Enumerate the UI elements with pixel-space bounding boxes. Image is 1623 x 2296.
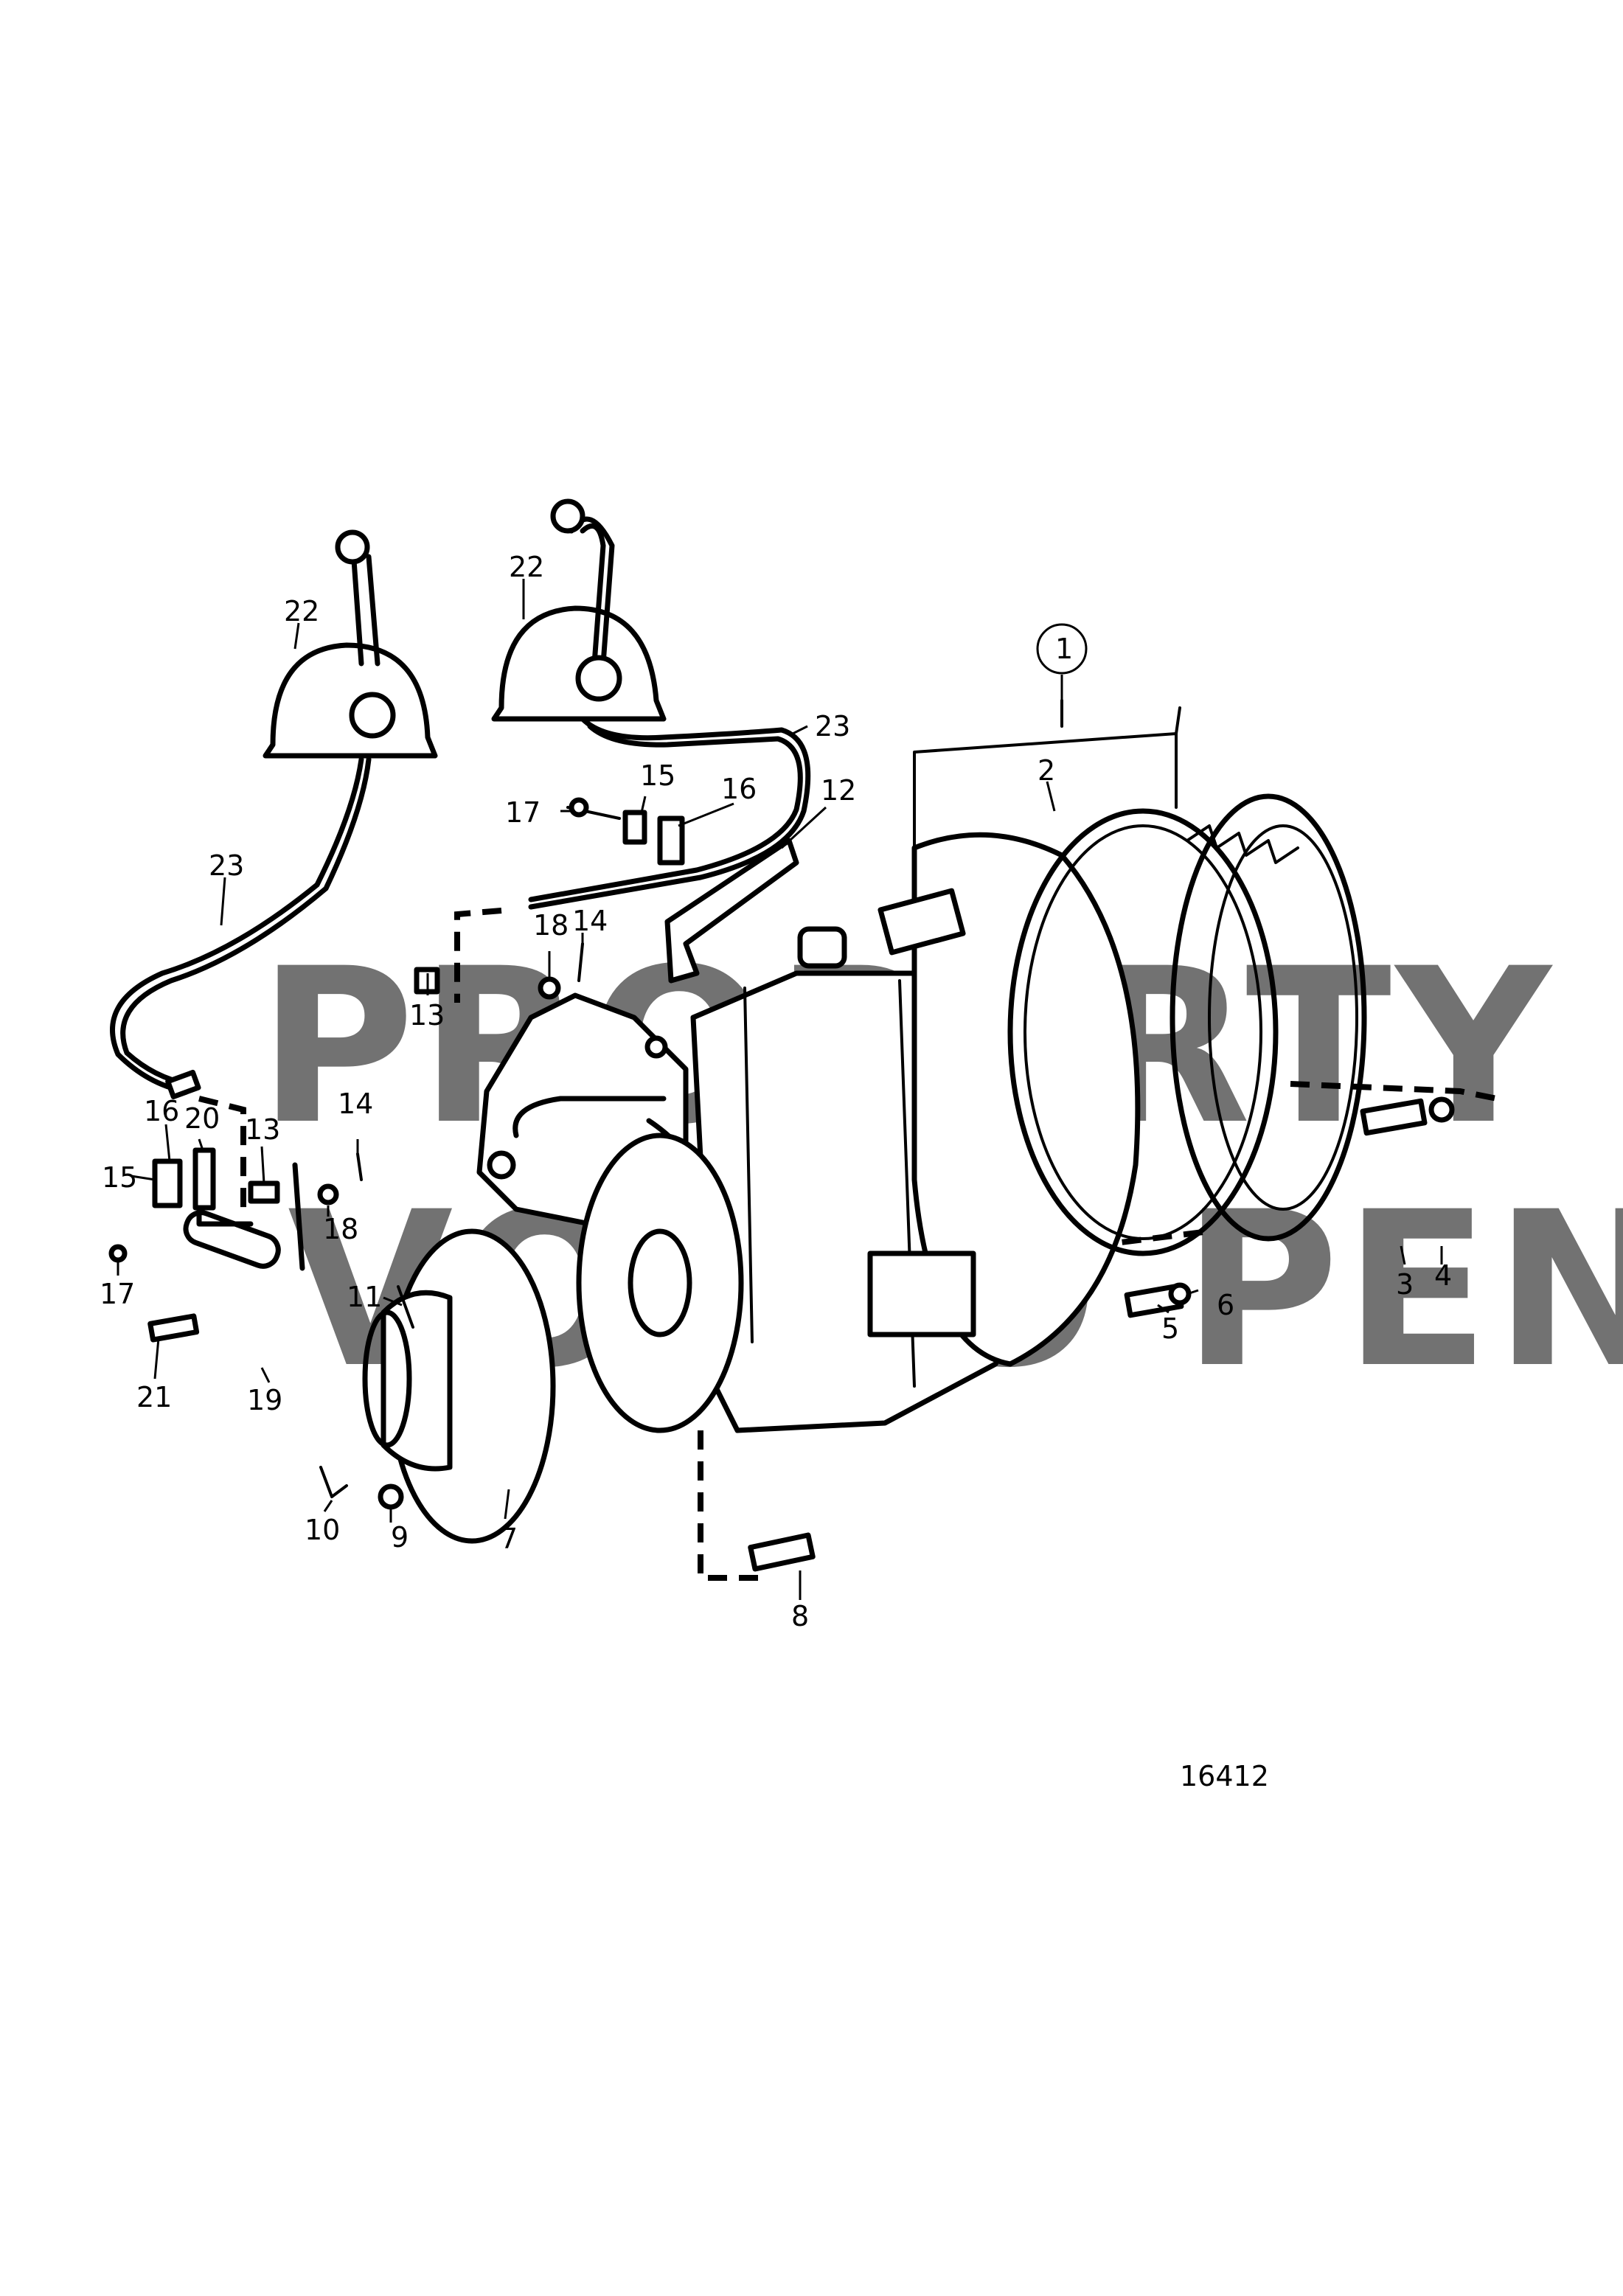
callout-17-upper: 17 xyxy=(505,796,541,829)
callout-7: 7 xyxy=(500,1523,518,1555)
control-cable-right-inner xyxy=(528,723,803,902)
callout-18-lower: 18 xyxy=(323,1213,358,1245)
flywheel xyxy=(1170,793,1367,1242)
oil-filler-cap xyxy=(797,926,847,969)
callout-23-left: 23 xyxy=(209,849,244,882)
drawing-artwork xyxy=(108,498,1498,1581)
callout-12: 12 xyxy=(821,774,856,807)
callout-16-upper: 16 xyxy=(721,773,757,805)
drawing-number: 16412 xyxy=(1180,1760,1269,1792)
callout-labels: 1 2 3 4 5 6 7 8 9 10 11 12 13 13 14 14 1… xyxy=(100,551,1452,1632)
callout-1: 1 xyxy=(1055,633,1073,665)
callout-leaders xyxy=(117,579,1443,1600)
control-cable-left xyxy=(110,756,364,1094)
flywheel-link xyxy=(1290,1081,1498,1102)
clutch-plate xyxy=(1007,808,1279,1256)
callout-14-upper: 14 xyxy=(572,905,608,937)
upper-clamp xyxy=(566,797,685,866)
callout-21: 21 xyxy=(136,1381,172,1413)
callout-1-circle xyxy=(1036,623,1088,675)
coupling-flange xyxy=(576,1133,744,1433)
shift-lever-assembly xyxy=(152,1147,305,1271)
callout-13-upper: 13 xyxy=(409,999,445,1032)
callout-14-lower: 14 xyxy=(338,1088,373,1120)
callout-13-lower: 13 xyxy=(245,1113,280,1146)
bolt-link-right xyxy=(1091,1228,1210,1249)
callout-10: 10 xyxy=(305,1514,340,1546)
callout-5: 5 xyxy=(1161,1312,1179,1345)
callout-15-left: 15 xyxy=(102,1161,137,1194)
callout-22-left: 22 xyxy=(284,595,319,627)
cable-link-right xyxy=(454,908,502,1003)
cable-link-left xyxy=(198,1096,246,1209)
callout-16-left: 16 xyxy=(144,1095,179,1127)
callout-20: 20 xyxy=(184,1102,220,1135)
callout-19: 19 xyxy=(247,1384,282,1416)
callout-4: 4 xyxy=(1434,1259,1452,1292)
callout-6: 6 xyxy=(1217,1289,1234,1321)
control-cable-left-inner xyxy=(120,756,372,1087)
callout-3: 3 xyxy=(1396,1268,1414,1301)
callout-15-upper: 15 xyxy=(640,759,675,792)
callout-17-left: 17 xyxy=(100,1278,135,1310)
control-lever-left xyxy=(263,529,438,759)
control-lever-right xyxy=(491,498,667,722)
callout-9: 9 xyxy=(391,1521,409,1554)
callout-18-upper: 18 xyxy=(533,909,569,942)
callout-2: 2 xyxy=(1038,754,1055,787)
control-cable-right xyxy=(528,716,811,910)
bolt-link-bottom xyxy=(698,1430,767,1581)
callout-11: 11 xyxy=(347,1281,382,1313)
callout-23-right: 23 xyxy=(815,710,850,742)
callout-22-right: 22 xyxy=(509,551,544,583)
output-flange xyxy=(362,1228,556,1544)
callout-8: 8 xyxy=(791,1600,809,1632)
